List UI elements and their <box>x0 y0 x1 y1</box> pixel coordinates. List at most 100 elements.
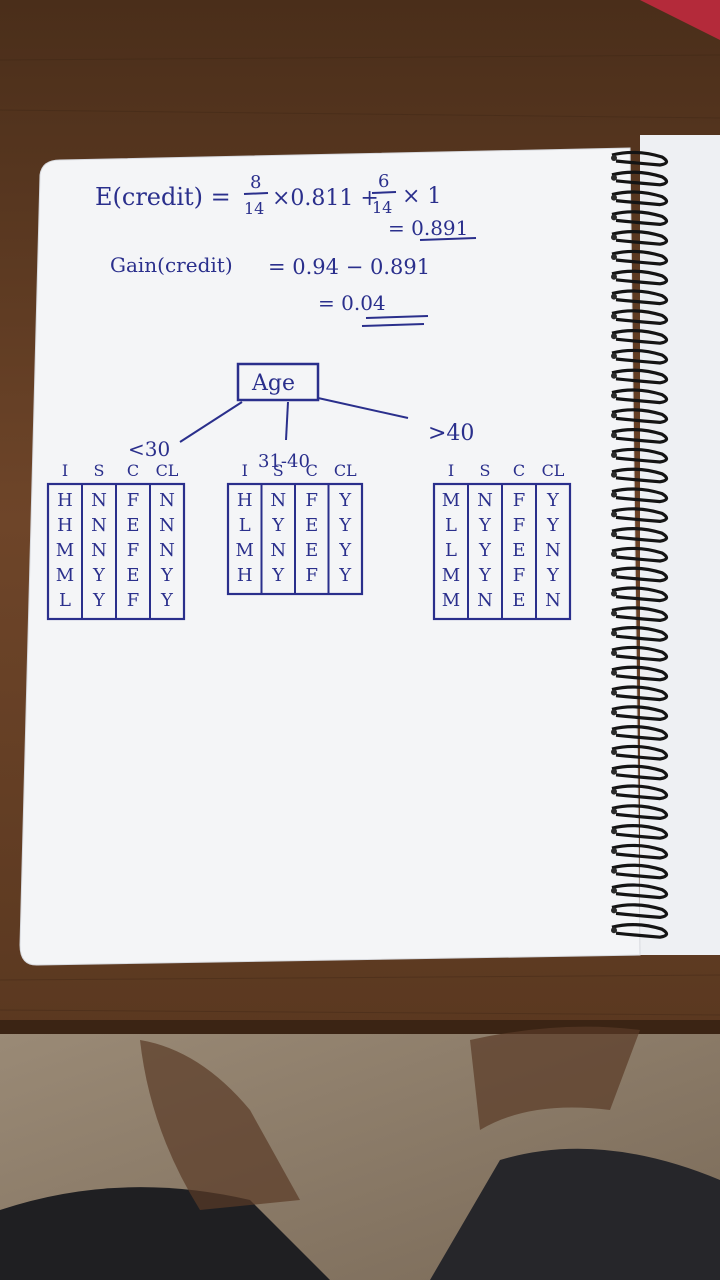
spiral-coil <box>611 309 669 326</box>
spiral-hole <box>611 313 617 320</box>
table-cell: N <box>477 490 493 511</box>
table-cell: N <box>545 590 561 611</box>
spiral-coil <box>611 467 669 484</box>
table-cell: M <box>442 490 460 511</box>
table-cell: N <box>91 490 107 511</box>
table-cell: E <box>126 515 139 536</box>
spiral-coil <box>611 190 669 207</box>
spiral-hole <box>611 353 617 359</box>
spiral-hole <box>611 669 617 676</box>
notebook-page <box>19 147 641 966</box>
spiral-hole <box>611 491 617 498</box>
spiral-coil <box>611 705 669 722</box>
spiral-hole <box>611 214 617 221</box>
table-cell: M <box>56 565 74 586</box>
table-cell: M <box>442 590 460 611</box>
table-cell: Y <box>478 515 492 536</box>
table-cell: F <box>513 565 526 586</box>
spiral-coil <box>611 527 669 543</box>
table-cell: H <box>57 515 73 536</box>
right-knee <box>430 1148 720 1280</box>
spiral-binding <box>611 150 669 939</box>
spiral-hole <box>611 551 617 557</box>
spiral-hole <box>611 907 617 914</box>
table-header: I <box>242 461 248 480</box>
spiral-hole <box>611 511 617 518</box>
table-cell: Y <box>478 540 492 561</box>
entropy-frac1-den: 14 <box>244 199 264 218</box>
left-knee <box>0 1187 330 1280</box>
table-header: CL <box>542 461 565 480</box>
spiral-hole <box>611 412 617 419</box>
table-cell: L <box>445 515 457 536</box>
spiral-coil <box>611 269 669 286</box>
entropy-frac2-den: 14 <box>372 198 392 217</box>
branch-line-3 <box>317 397 409 419</box>
table-cell: F <box>513 490 526 511</box>
branch-labels: <30 31-40 >40 <box>128 421 474 472</box>
spiral-hole <box>611 570 617 577</box>
spiral-hole <box>611 788 617 795</box>
table-cell: L <box>445 540 457 561</box>
table-cell: Y <box>160 590 174 611</box>
table-header: C <box>127 461 139 480</box>
gain-line: Gain(credit) = 0.94 − 0.891 = 0.04 <box>110 253 430 327</box>
spiral-hole <box>611 887 617 894</box>
spiral-coil <box>611 685 669 702</box>
table-cell: N <box>545 540 561 561</box>
gain-label: Gain(credit) <box>110 253 233 277</box>
spiral-coil <box>611 487 669 504</box>
entropy-line: E(credit) = 8 14 ×0.811 + 6 14 × 1 = 0.8… <box>95 171 477 241</box>
next-page <box>640 135 720 955</box>
spiral-hole <box>611 848 617 854</box>
table-header: CL <box>156 461 179 480</box>
spiral-hole <box>611 729 617 736</box>
spiral-coil <box>611 903 669 920</box>
table-cell: H <box>237 565 253 586</box>
spiral-coil <box>611 408 669 425</box>
table-cell: Y <box>160 565 174 586</box>
spiral-hole <box>611 293 617 300</box>
spiral-coil <box>611 150 669 167</box>
table-cell: Y <box>338 540 352 561</box>
root-box <box>236 362 320 402</box>
spiral-coil <box>611 626 669 642</box>
spiral-coil <box>611 843 669 860</box>
entropy-frac1-num: 8 <box>250 172 261 193</box>
table-cell: N <box>159 515 175 536</box>
spiral-coil <box>611 744 669 761</box>
table-header: I <box>448 461 454 480</box>
spiral-hole <box>611 372 617 379</box>
table-cell: Y <box>546 490 560 511</box>
spiral-hole <box>611 155 617 161</box>
table-cell: H <box>237 490 253 511</box>
table-header: C <box>513 461 525 480</box>
spiral-coil <box>611 348 669 365</box>
table-header: I <box>62 461 68 480</box>
spiral-hole <box>611 590 617 597</box>
table-cell: N <box>159 540 175 561</box>
table-cell: F <box>306 490 319 511</box>
table-cell: Y <box>338 565 352 586</box>
spiral-hole <box>611 768 617 775</box>
table-cell: N <box>159 490 175 511</box>
spiral-hole <box>611 828 617 835</box>
spiral-coil <box>611 368 669 385</box>
table-cell: E <box>512 590 525 611</box>
table-cell: N <box>91 515 107 536</box>
gain-underline-2 <box>361 323 425 327</box>
spiral-coil <box>611 329 669 345</box>
table-cell: N <box>270 490 286 511</box>
entropy-label: E(credit) = <box>95 183 231 211</box>
spiral-hole <box>611 709 617 716</box>
root-label: Age <box>251 371 295 396</box>
table-cell: Y <box>338 515 352 536</box>
spiral-coil <box>611 428 669 444</box>
spiral-hole <box>611 432 617 439</box>
spiral-coil <box>611 447 669 464</box>
entropy-mult1: ×0.811 + <box>272 186 379 211</box>
spiral-coil <box>611 804 669 821</box>
spiral-hole <box>611 471 617 478</box>
